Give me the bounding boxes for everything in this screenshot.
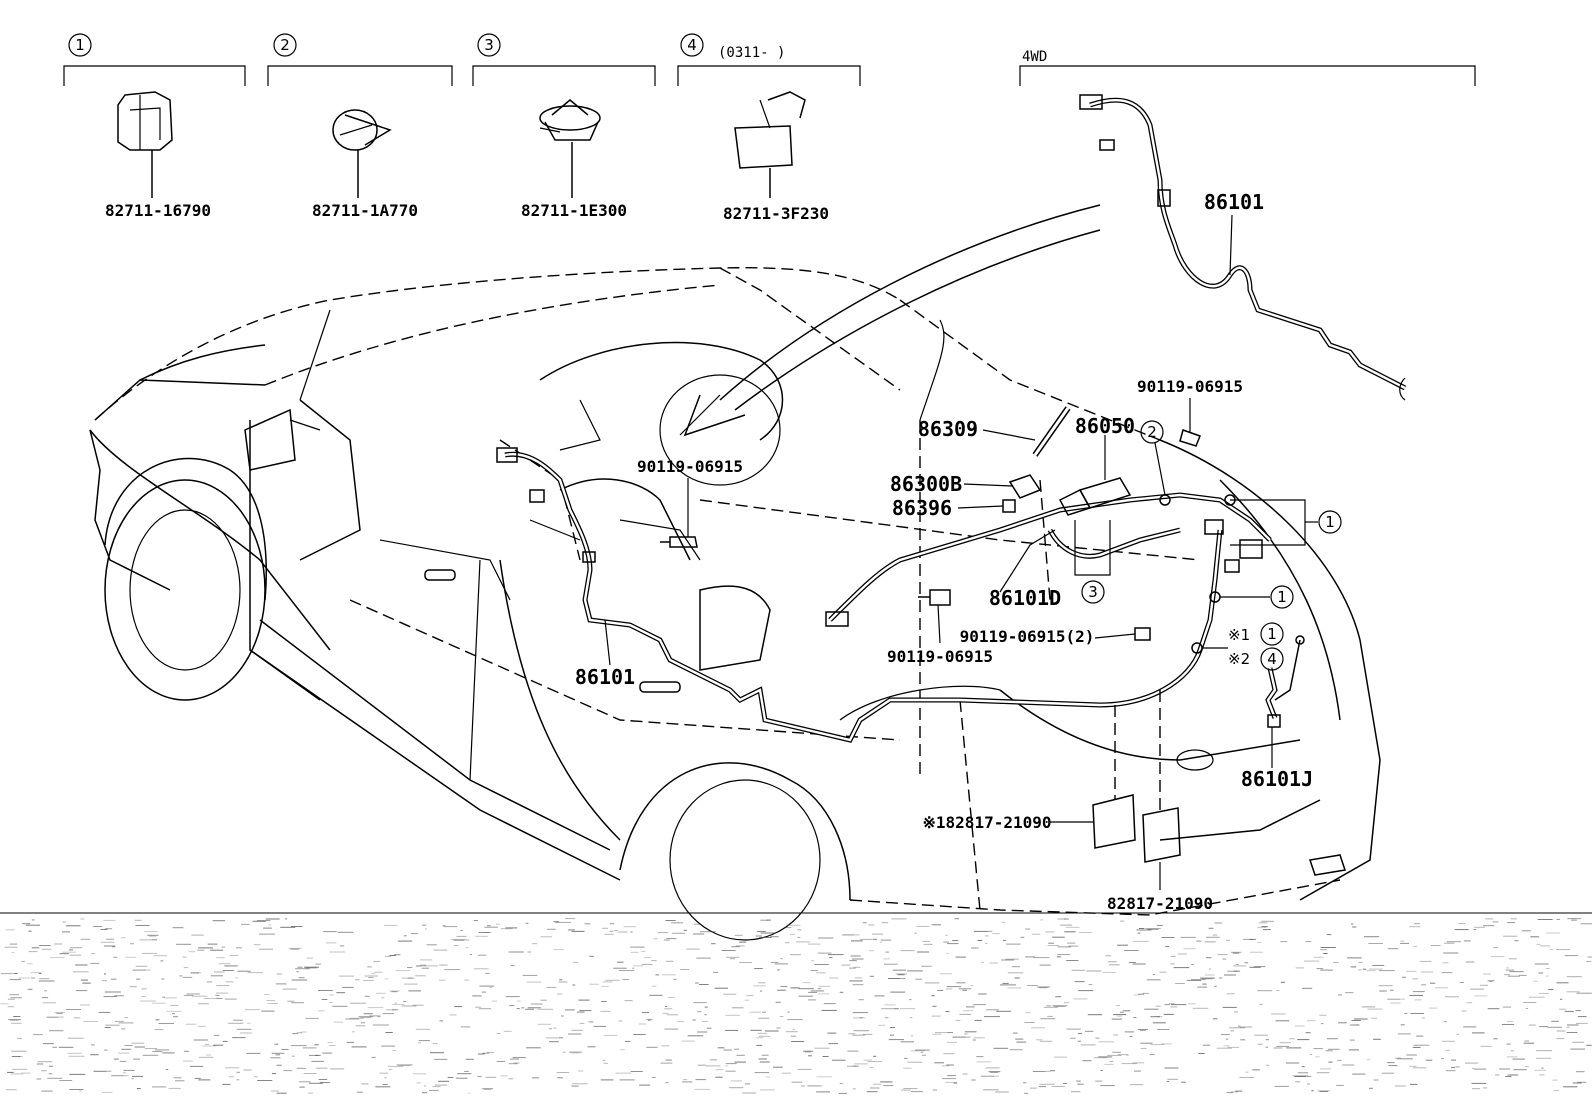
group-1-part: 82711-16790 xyxy=(105,201,211,220)
group-4-note: (0311- ) xyxy=(718,45,785,61)
callout-arrow xyxy=(679,204,1101,437)
ref-4-mark: 4 xyxy=(1267,650,1277,668)
variant-4wd: 4WD 86101 xyxy=(1019,49,1476,401)
group-2: 2 82711-1A770 xyxy=(267,33,453,220)
label-bolt-top-right: 90119-06915 xyxy=(1137,377,1243,396)
variant-label: 4WD xyxy=(1022,49,1047,65)
label-86101-main: 86101 xyxy=(575,665,635,689)
mark-2: ※2 xyxy=(1228,650,1250,668)
scan-noise-band xyxy=(0,912,1592,1094)
clip-part-2 xyxy=(332,109,392,151)
label-bolt-dash: 90119-06915 xyxy=(637,457,743,476)
label-bolt-floor-2: 90119-06915(2) xyxy=(960,627,1095,646)
group-2-part: 82711-1A770 xyxy=(312,201,418,220)
label-86309: 86309 xyxy=(918,417,978,441)
main-wire: 86101 xyxy=(496,447,1223,743)
label-plate-1: ※182817-21090 xyxy=(923,813,1052,832)
label-86101d: 86101D xyxy=(989,586,1061,610)
clip-part-3 xyxy=(539,99,601,141)
rear-labels: 86309 86050 86300B 86396 86101D 90119-06… xyxy=(887,377,1342,913)
ref-1-mark: 1 xyxy=(1267,625,1277,643)
variant-part: 86101 xyxy=(1204,190,1264,214)
bolt-dash: 90119-06915 xyxy=(637,457,743,548)
mark-1: ※1 xyxy=(1228,626,1250,644)
ref-2: 2 xyxy=(1147,423,1157,441)
group-3-part: 82711-1E300 xyxy=(521,201,627,220)
group-4: 4 (0311- ) 82711-3F230 xyxy=(677,33,861,223)
label-86396: 86396 xyxy=(892,496,952,520)
ref-1-bracket: 1 xyxy=(1325,513,1335,531)
group-4-part: 82711-3F230 xyxy=(723,204,829,223)
group-1-index: 1 xyxy=(75,36,85,54)
label-86300b: 86300B xyxy=(890,472,962,496)
group-2-index: 2 xyxy=(280,36,290,54)
group-3: 3 82711-1E300 xyxy=(472,33,656,220)
label-86101j: 86101J xyxy=(1241,767,1313,791)
car-body xyxy=(89,267,1381,941)
group-1: 1 82711-16790 xyxy=(63,33,246,220)
label-86050: 86050 xyxy=(1075,414,1135,438)
clip-part-4 xyxy=(734,91,806,169)
clip-part-1 xyxy=(117,91,173,151)
group-3-index: 3 xyxy=(484,36,494,54)
ref-1-mid: 1 xyxy=(1277,588,1287,606)
ref-3: 3 xyxy=(1088,583,1098,601)
label-bolt-floor: 90119-06915 xyxy=(887,647,993,666)
label-plate-2: 82817-21090 xyxy=(1107,894,1213,913)
group-4-index: 4 xyxy=(687,36,697,54)
rear-harness xyxy=(825,406,1305,815)
